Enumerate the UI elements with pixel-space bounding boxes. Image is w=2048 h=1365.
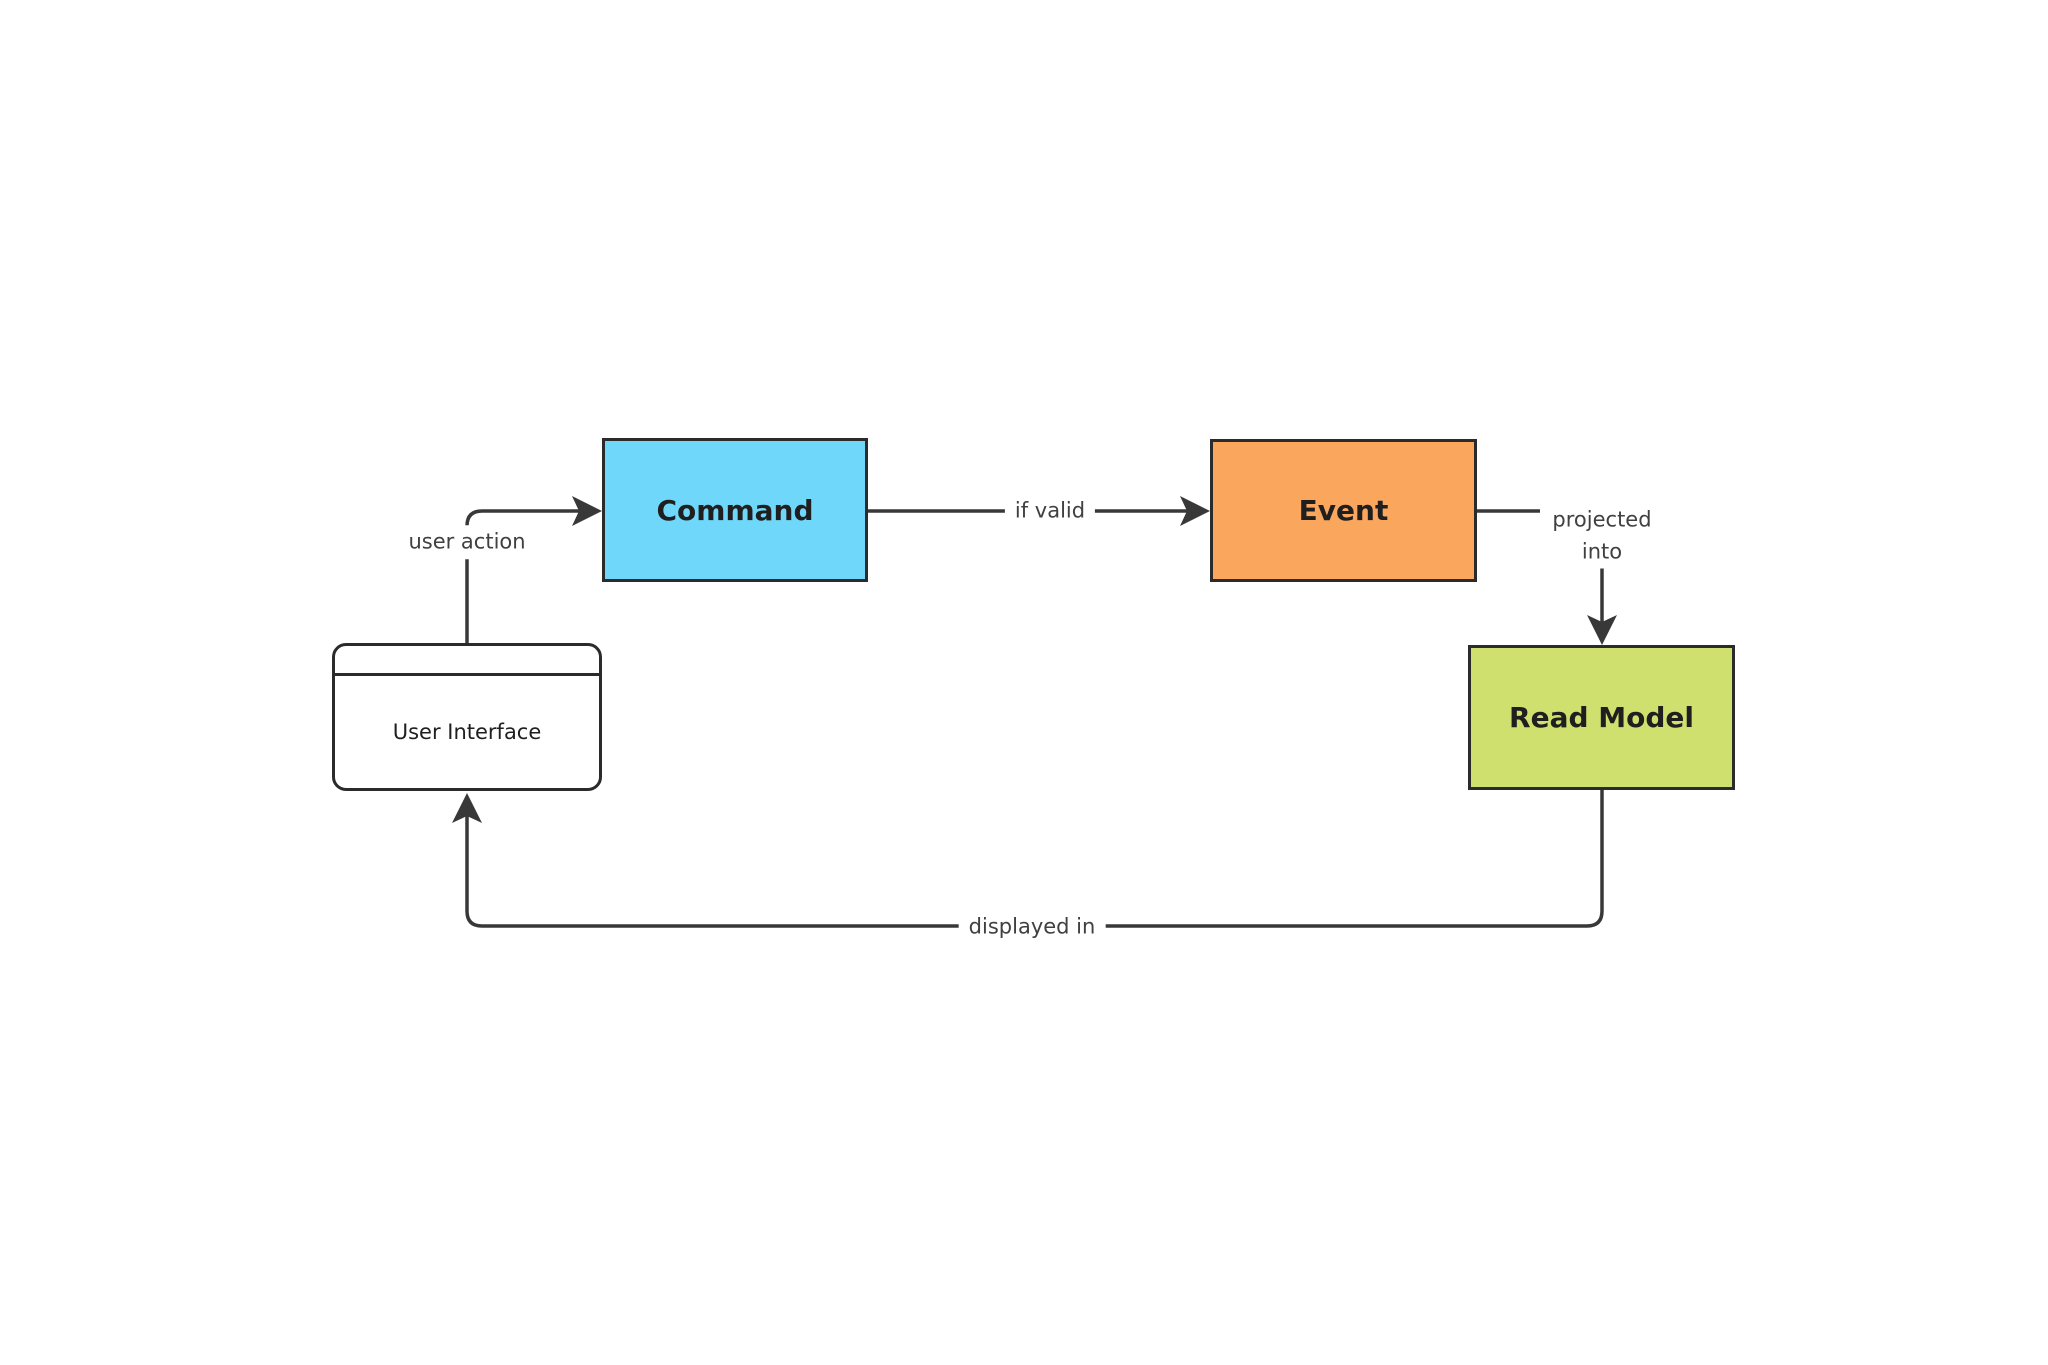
arrowhead-if-valid-icon	[1180, 496, 1210, 526]
node-read-model: Read Model	[1468, 645, 1735, 790]
node-event: Event	[1210, 439, 1477, 582]
node-user-interface-header	[335, 646, 599, 676]
node-read-model-label: Read Model	[1509, 701, 1694, 734]
node-user-interface-label: User Interface	[392, 720, 542, 744]
edge-label-user-action: user action	[398, 525, 536, 559]
node-command-label: Command	[656, 493, 814, 527]
edge-label-if-valid: if valid	[1004, 494, 1096, 528]
node-command: Command	[602, 438, 868, 582]
arrowhead-projected-into-icon	[1587, 615, 1617, 645]
arrowhead-displayed-in-icon	[452, 793, 482, 823]
edge-label-displayed-in: displayed in	[958, 910, 1106, 944]
edge-label-projected-into: projected into	[1540, 503, 1664, 569]
node-event-label: Event	[1298, 494, 1389, 527]
node-user-interface: User Interface	[332, 643, 602, 791]
edge-displayed-in	[465, 790, 1604, 928]
node-user-interface-body: User Interface	[335, 676, 599, 788]
arrowhead-user-action-icon	[572, 496, 602, 526]
